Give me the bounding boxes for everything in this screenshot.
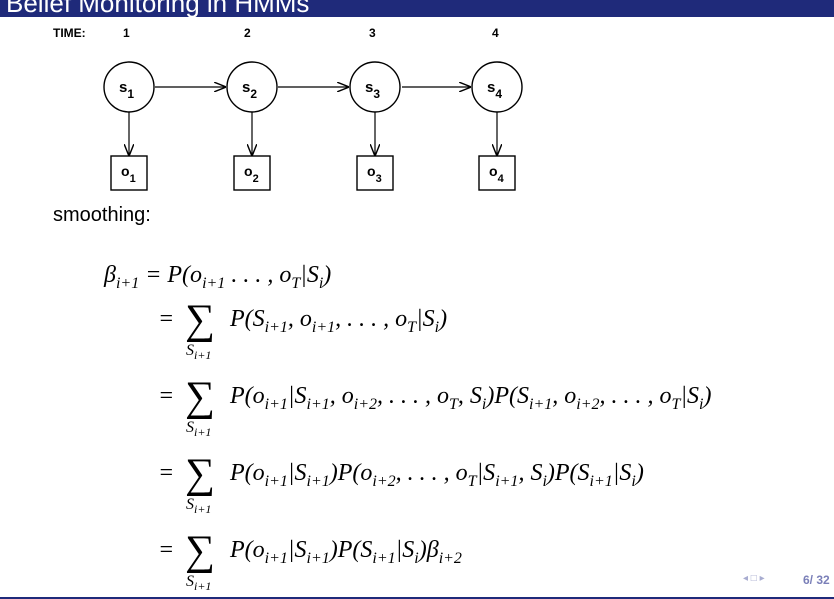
obs-label-4: o4 [489, 163, 505, 185]
equation-line-2: P(Si+1, oi+1, . . . , oT|Si) [230, 306, 448, 336]
equation-line-5: P(oi+1|Si+1)P(Si+1|Si)βi+2 [230, 537, 462, 567]
obs-label-3: o3 [367, 163, 382, 185]
time-label: TIME: [53, 26, 86, 40]
time-3: 3 [369, 26, 376, 40]
sum-symbol-5: ∑ [185, 528, 215, 574]
sum-symbol-4: ∑ [185, 451, 215, 497]
obs-node-2 [233, 155, 271, 191]
state-node-4 [471, 61, 523, 113]
sum-index-4: Si+1 [186, 496, 212, 516]
equation-line-3: P(oi+1|Si+1, oi+2, . . . , oT, Si)P(Si+1… [230, 383, 712, 413]
equals-3: = [158, 383, 175, 409]
smoothing-label: smoothing: [53, 204, 151, 226]
equation-line-4: P(oi+1|Si+1)P(oi+2, . . . , oT|Si+1, Si)… [230, 460, 644, 490]
obs-node-3 [356, 155, 394, 191]
state-node-1 [103, 61, 155, 113]
obs-node-1 [110, 155, 148, 191]
page-number: 6/ 32 [803, 573, 830, 587]
equals-4: = [158, 460, 175, 486]
sum-index-5: Si+1 [186, 573, 212, 593]
time-4: 4 [492, 26, 499, 40]
equals-2: = [158, 306, 175, 332]
state-node-2 [226, 61, 278, 113]
sum-index-3: Si+1 [186, 419, 212, 439]
sum-index-2: Si+1 [186, 342, 212, 362]
equation-line-1: βi+1 = P(oi+1 . . . , oT|Si) [104, 262, 332, 292]
slide-navigation-icons[interactable]: ◂ □ ▸ [743, 573, 765, 584]
state-node-3 [349, 61, 401, 113]
obs-node-4 [478, 155, 516, 191]
bottom-divider [0, 597, 834, 599]
sum-symbol-3: ∑ [185, 374, 215, 420]
hmm-diagram: s1 s2 s3 s4 o1 o2 o3 o4 [103, 61, 523, 191]
state-label-3: s3 [365, 79, 380, 101]
slide-title: Belief Monitoring in HMMs [6, 0, 310, 17]
obs-label-2: o2 [244, 163, 259, 185]
state-label-1: s1 [119, 79, 134, 101]
obs-label-1: o1 [121, 163, 136, 185]
sum-symbol-2: ∑ [185, 297, 215, 343]
slide-title-bar: Belief Monitoring in HMMs [0, 0, 834, 17]
time-2: 2 [244, 26, 251, 40]
time-1: 1 [123, 26, 130, 40]
equals-5: = [158, 537, 175, 563]
state-label-4: s4 [487, 79, 502, 101]
state-label-2: s2 [242, 79, 257, 101]
